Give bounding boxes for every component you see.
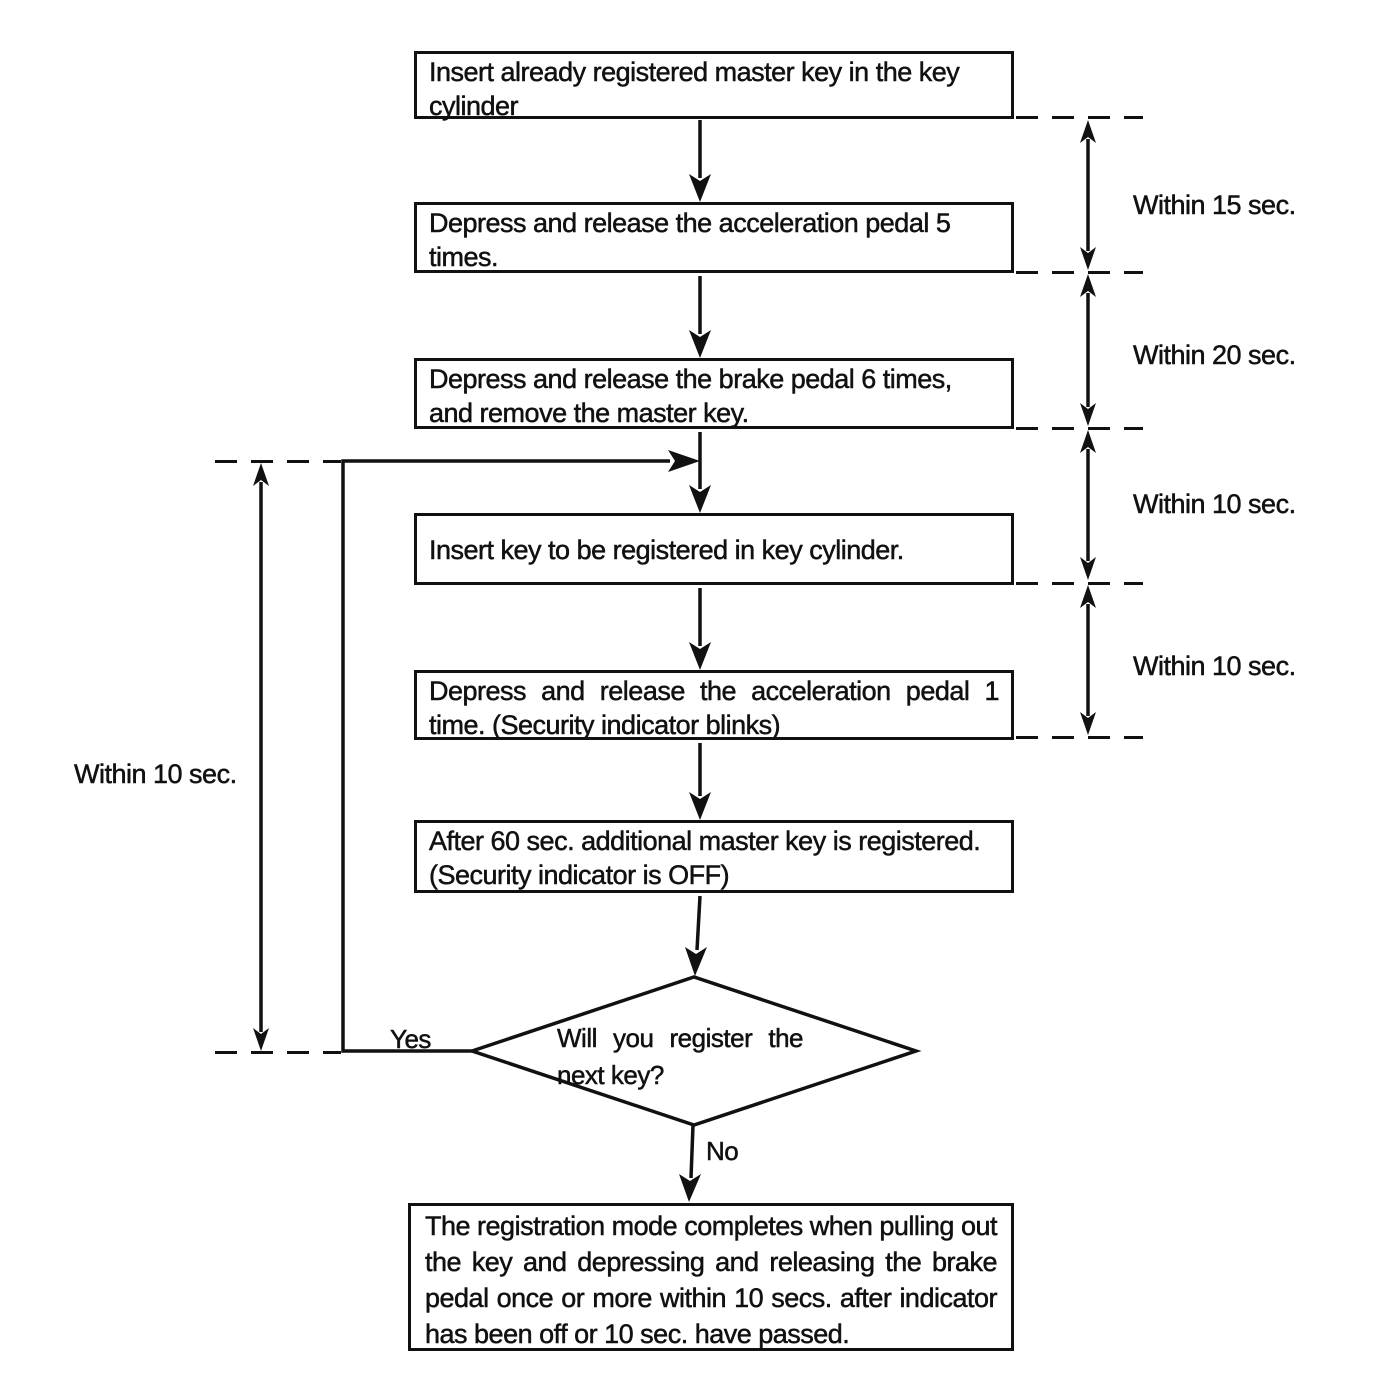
timing-label-right-1: Within 15 sec.: [1133, 190, 1297, 221]
flow-arrows: [679, 120, 711, 1202]
arrowhead-down-icon: [1080, 247, 1096, 270]
flow-step-final: The registration mode completes when pul…: [408, 1203, 1014, 1351]
arrowhead-down-icon: [1080, 403, 1096, 426]
arrowhead-down-icon: [689, 642, 711, 670]
arrowhead-down-icon: [689, 174, 711, 202]
decision-question: Will you register the next key?: [557, 1023, 804, 1091]
arrowhead-up-icon: [1080, 585, 1096, 608]
arrowhead-up-icon: [1080, 430, 1096, 453]
yes-loop: [341, 450, 700, 1053]
flow-step-6: After 60 sec. additional master key is r…: [414, 820, 1014, 893]
loop-line: [341, 459, 670, 1053]
arrowhead-down-icon: [689, 792, 711, 820]
decision-diamond: [466, 975, 922, 1127]
flow-step-2: Depress and release the acceleration ped…: [414, 202, 1014, 273]
right-timing-arrows: [1080, 120, 1096, 735]
timing-label-right-2: Within 20 sec.: [1133, 340, 1297, 371]
flow-step-5: Depress and release the acceleration ped…: [414, 670, 1014, 740]
arrowhead-up-icon: [253, 463, 269, 486]
left-timing-arrow: [253, 463, 269, 1051]
arrowhead-right-icon: [668, 450, 700, 472]
arrowhead-down-icon: [689, 485, 711, 513]
arrowhead-down-icon: [685, 947, 707, 976]
yes-branch-label: Yes: [390, 1024, 432, 1055]
arrowhead-up-icon: [1080, 120, 1096, 143]
right-dashed-guides: [1016, 116, 1143, 739]
timing-label-right-3: Within 10 sec.: [1133, 489, 1297, 520]
arrowhead-down-icon: [1080, 557, 1096, 580]
arrowhead-up-icon: [1080, 274, 1096, 297]
timing-label-left: Within 10 sec.: [74, 759, 238, 790]
flow-step-3: Depress and release the brake pedal 6 ti…: [414, 358, 1014, 429]
arrowhead-down-icon: [1080, 712, 1096, 735]
arrowhead-down-icon: [679, 1174, 701, 1202]
flow-step-1: Insert already registered master key in …: [414, 51, 1014, 121]
timing-label-right-4: Within 10 sec.: [1133, 651, 1297, 682]
flow-step-4: Insert key to be registered in key cylin…: [414, 513, 1014, 585]
arrowhead-down-icon: [689, 330, 711, 358]
arrowhead-down-icon: [253, 1028, 269, 1051]
left-dashed-guides: [215, 460, 341, 1054]
flow-line: [689, 1124, 695, 1179]
flow-line: [695, 895, 702, 951]
no-branch-label: No: [706, 1136, 739, 1167]
